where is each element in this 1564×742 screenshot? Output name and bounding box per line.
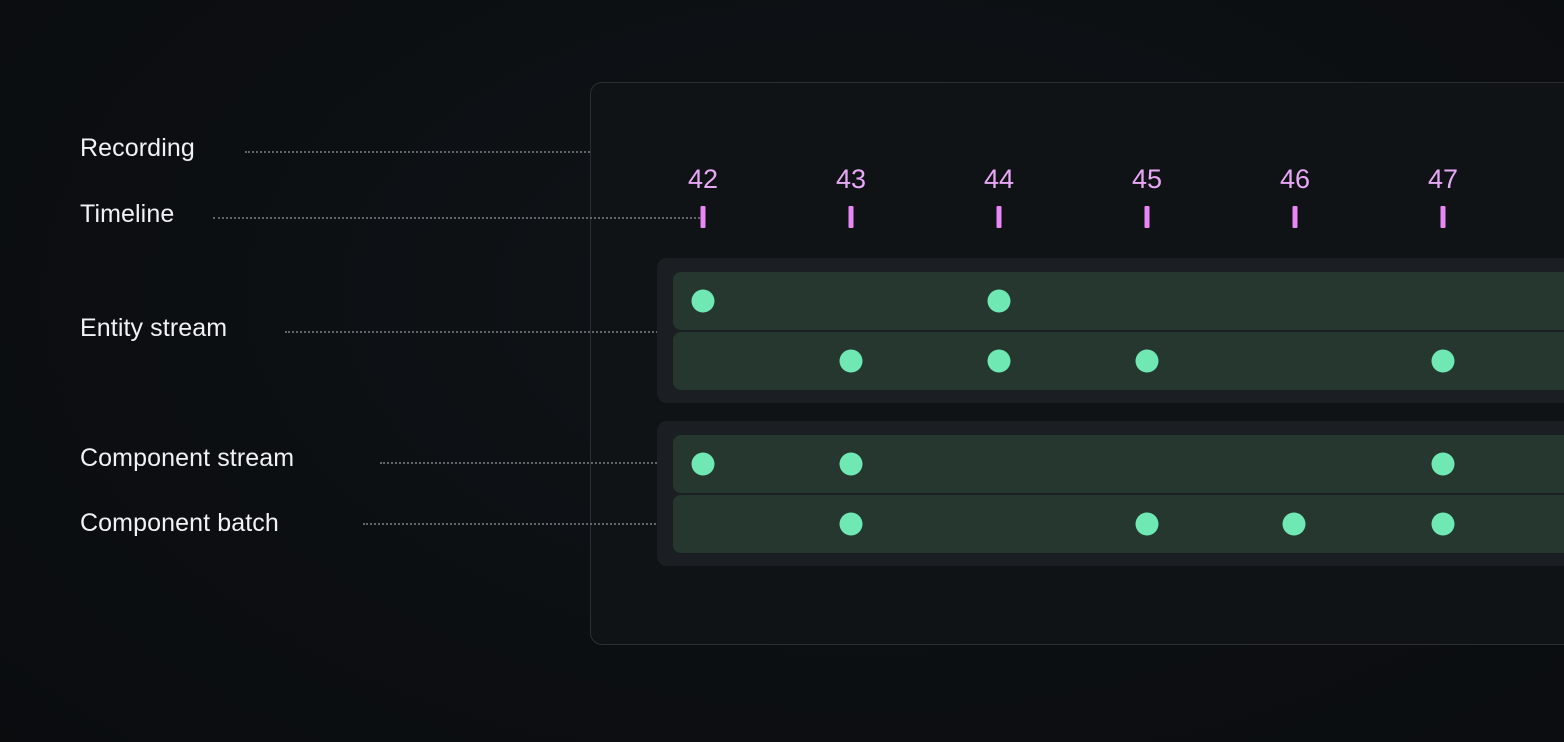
label-component-batch: Component batch xyxy=(80,509,279,537)
event-dot[interactable] xyxy=(1431,349,1455,373)
event-dot[interactable] xyxy=(1135,349,1159,373)
leader-line-entity-stream xyxy=(285,331,670,333)
tick-number-42: 42 xyxy=(687,164,719,194)
tick-number-44: 44 xyxy=(983,164,1015,194)
entity-group xyxy=(657,258,1564,403)
event-dot[interactable] xyxy=(691,452,715,476)
event-dot[interactable] xyxy=(839,349,863,373)
tick-mark-46[interactable] xyxy=(1292,206,1298,228)
tick-number-46: 46 xyxy=(1279,164,1311,194)
tick-number-47: 47 xyxy=(1427,164,1459,194)
event-dot[interactable] xyxy=(839,452,863,476)
leader-line-component-stream xyxy=(380,462,700,464)
label-component-stream: Component stream xyxy=(80,444,295,472)
label-timeline: Timeline xyxy=(80,200,175,228)
label-recording: Recording xyxy=(80,134,195,162)
leader-line-timeline xyxy=(213,217,700,219)
tick-mark-45[interactable] xyxy=(1144,206,1150,228)
component-group xyxy=(657,421,1564,566)
event-dot[interactable] xyxy=(1431,452,1455,476)
leader-line-component-batch xyxy=(363,523,851,525)
tick-mark-43[interactable] xyxy=(848,206,854,228)
label-entity-stream: Entity stream xyxy=(80,314,228,342)
event-dot[interactable] xyxy=(839,512,863,536)
component-stream-track[interactable] xyxy=(673,435,1564,493)
tick-mark-44[interactable] xyxy=(996,206,1002,228)
event-dot[interactable] xyxy=(691,289,715,313)
event-dot[interactable] xyxy=(987,349,1011,373)
tick-mark-47[interactable] xyxy=(1440,206,1446,228)
tick-mark-42[interactable] xyxy=(700,206,706,228)
component-batch-track[interactable] xyxy=(673,495,1564,553)
leader-line-recording xyxy=(245,151,590,153)
event-dot[interactable] xyxy=(987,289,1011,313)
tick-number-45: 45 xyxy=(1131,164,1163,194)
entity-track-2[interactable] xyxy=(673,332,1564,390)
entity-track-1[interactable] xyxy=(673,272,1564,330)
event-dot[interactable] xyxy=(1135,512,1159,536)
event-dot[interactable] xyxy=(1431,512,1455,536)
tick-number-43: 43 xyxy=(835,164,867,194)
event-dot[interactable] xyxy=(1282,512,1306,536)
